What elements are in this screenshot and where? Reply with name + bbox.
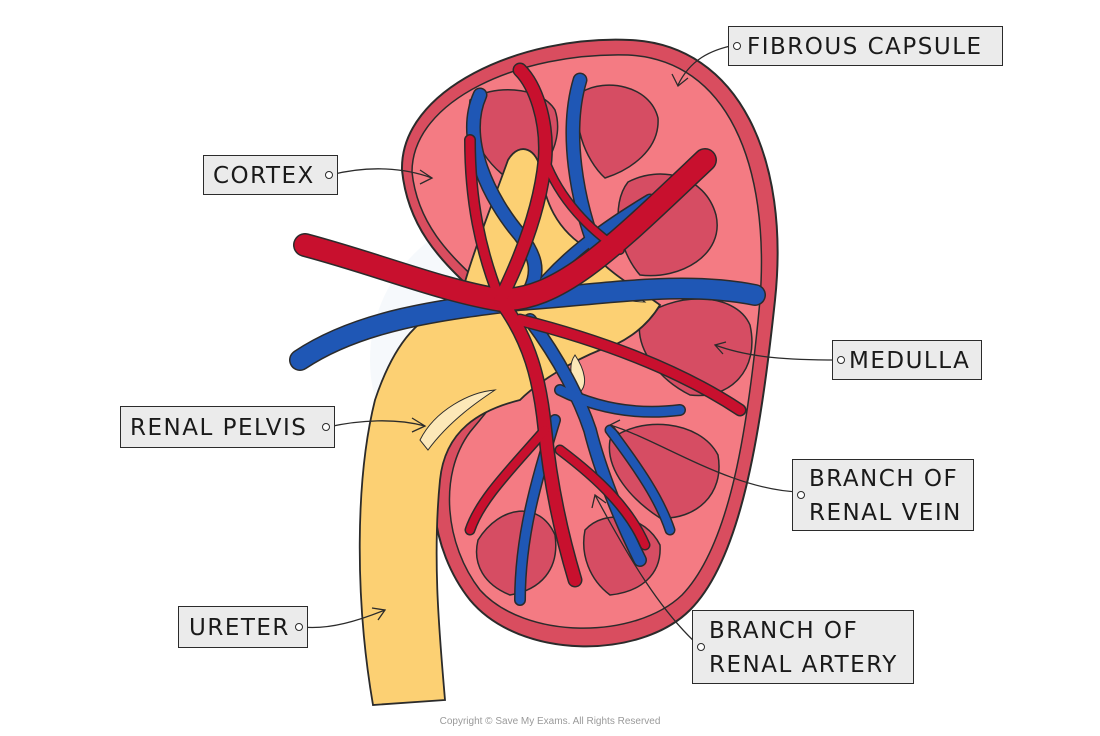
label-hole <box>322 423 330 431</box>
leader-renal-artery <box>594 494 699 646</box>
label-cortex: CORTEX <box>203 155 338 195</box>
label-text: URETER <box>189 615 290 641</box>
copyright-notice: Copyright © Save My Exams. All Rights Re… <box>439 716 661 727</box>
label-text: CORTEX <box>213 163 315 189</box>
label-text-line1: BRANCH OF <box>709 618 859 644</box>
renal-artery-fill <box>294 64 745 586</box>
pyramid <box>475 510 557 596</box>
label-text-line2: RENAL VEIN <box>809 500 962 526</box>
pyramid <box>577 84 659 179</box>
label-text-line2: RENAL ARTERY <box>709 652 898 678</box>
arrow-head <box>591 493 607 509</box>
label-text: RENAL PELVIS <box>130 415 308 441</box>
label-branch-renal-artery: BRANCH OF RENAL ARTERY <box>692 610 914 684</box>
leader-lines <box>301 44 839 646</box>
leader-ureter <box>301 609 386 629</box>
leader-renal-vein <box>609 424 801 493</box>
label-renal-pelvis: RENAL PELVIS <box>120 406 335 448</box>
arrow-head <box>608 419 621 434</box>
leader-cortex <box>329 168 433 179</box>
leader-medulla <box>714 344 839 361</box>
label-text: MEDULLA <box>849 348 971 374</box>
leader-renal-pelvis <box>327 420 426 428</box>
label-medulla: MEDULLA <box>832 340 982 380</box>
label-hole <box>295 623 303 631</box>
label-text-line1: BRANCH OF <box>809 466 959 492</box>
label-hole <box>325 171 333 179</box>
label-text: FIBROUS CAPSULE <box>747 34 983 60</box>
renal-vein-fill <box>290 74 765 605</box>
label-hole <box>837 356 845 364</box>
arrow-head <box>411 417 427 433</box>
label-hole <box>733 42 741 50</box>
pyramid <box>608 423 720 519</box>
label-ureter: URETER <box>178 606 308 648</box>
arrow-head <box>713 341 727 355</box>
arrow-head <box>671 73 689 88</box>
label-branch-renal-vein: BRANCH OF RENAL VEIN <box>792 459 974 531</box>
label-hole <box>797 491 805 499</box>
arrow-head <box>371 607 387 621</box>
arrow-head <box>419 169 434 185</box>
label-hole <box>697 643 705 651</box>
pelvis-highlight <box>419 389 497 451</box>
label-fibrous-capsule: FIBROUS CAPSULE <box>728 26 1003 66</box>
